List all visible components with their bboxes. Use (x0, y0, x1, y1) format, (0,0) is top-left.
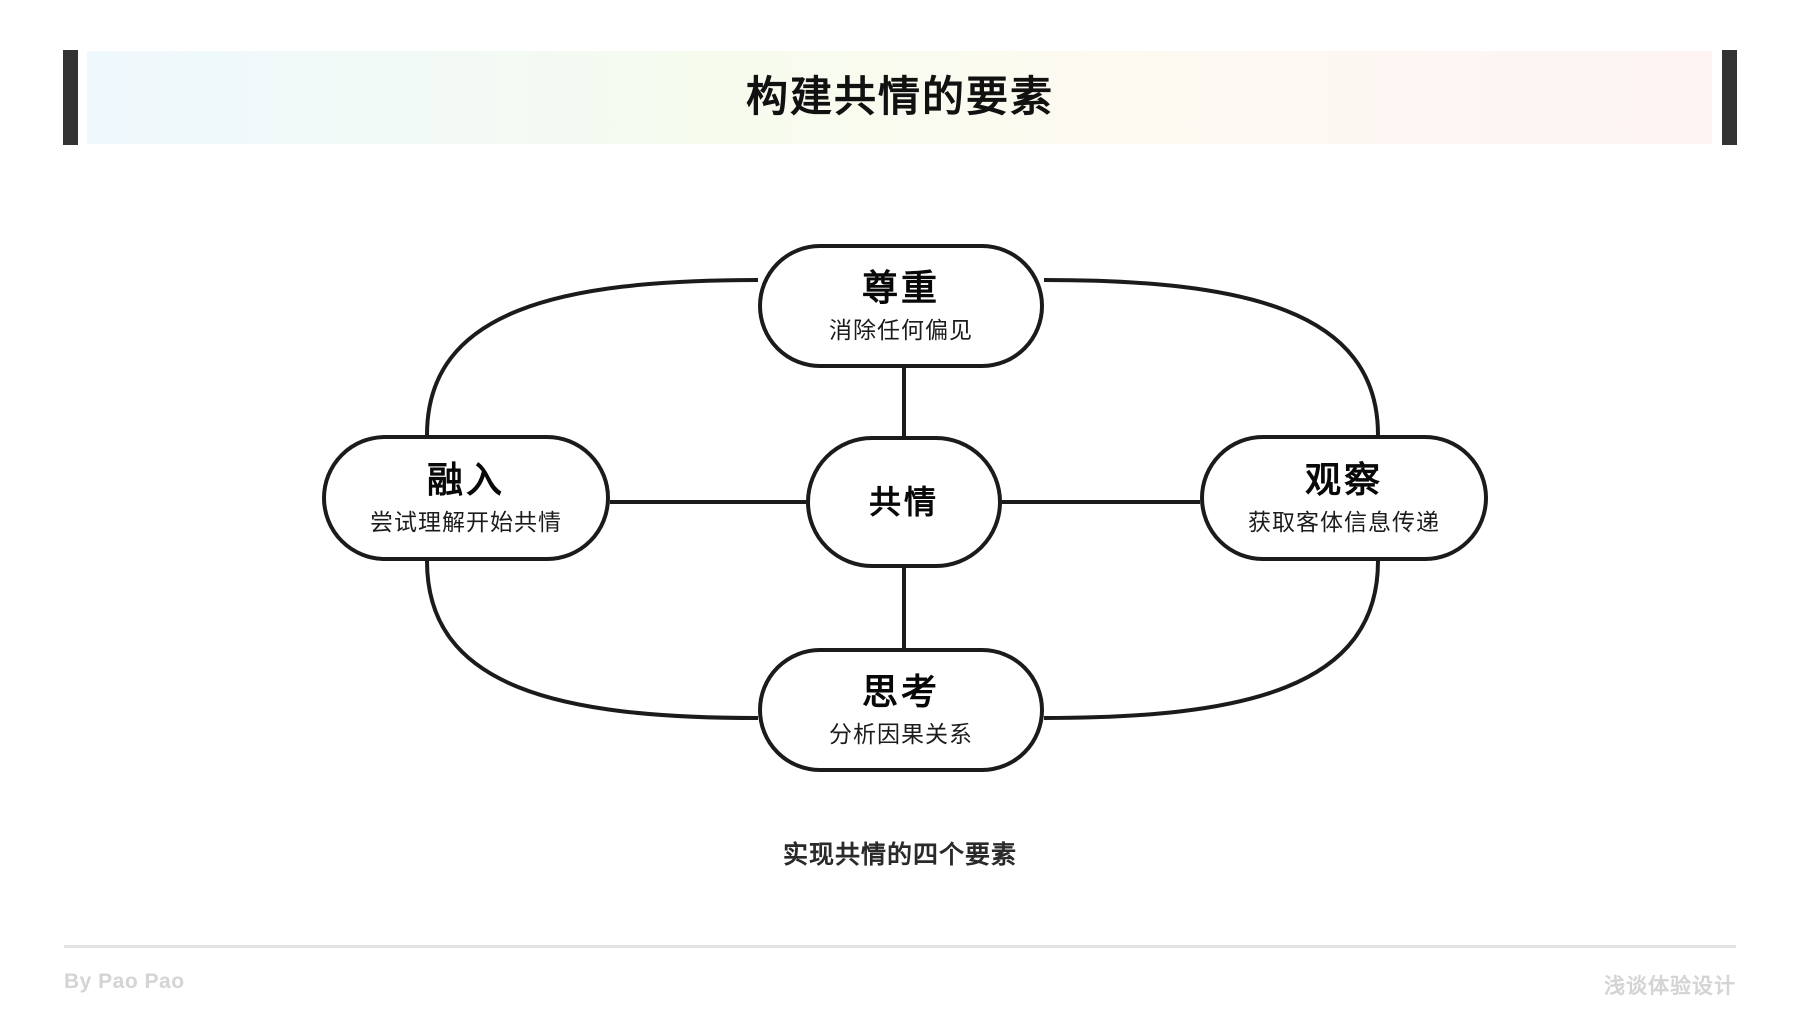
diagram-connector-lines (425, 278, 1380, 720)
diagram-caption: 实现共情的四个要素 (782, 841, 1017, 869)
footer-author: By Pao Pao (64, 970, 185, 993)
connector-curve-left-bottom (425, 560, 759, 720)
connector-curve-left-top (425, 278, 759, 436)
diagram-node-observe[interactable]: 观察 获取客体信息传递 (1200, 435, 1488, 561)
node-subtitle-observe: 获取客体信息传递 (1248, 509, 1440, 535)
slide-header: 构建共情的要素 (0, 0, 1800, 180)
node-title-think: 思考 (861, 671, 940, 712)
node-subtitle-immerse: 尝试理解开始共情 (370, 509, 562, 535)
page-title: 构建共情的要素 (745, 73, 1054, 120)
footer-series-label: 浅谈体验设计 (1604, 975, 1736, 998)
header-gradient-band (87, 51, 1712, 144)
connector-curve-bottom-right (1043, 560, 1380, 720)
node-subtitle-think: 分析因果关系 (829, 721, 973, 747)
node-title-empathy: 共情 (868, 484, 939, 520)
footer-divider (64, 945, 1736, 948)
diagram-node-respect[interactable]: 尊重 消除任何偏见 (758, 244, 1044, 368)
diagram-node-think[interactable]: 思考 分析因果关系 (758, 648, 1044, 772)
header-accent-bar-left (63, 50, 78, 145)
connector-curve-top-right (1043, 278, 1380, 436)
header-accent-bar-right (1722, 50, 1737, 145)
diagram-node-empathy-center[interactable]: 共情 (806, 436, 1002, 568)
slide-footer: By Pao Pao 浅谈体验设计 (0, 920, 1800, 1012)
empathy-diagram: 尊重 消除任何偏见 融入 尝试理解开始共情 观察 获取客体信息传递 思考 分析因… (0, 180, 1800, 920)
node-title-immerse: 融入 (426, 459, 505, 500)
node-title-observe: 观察 (1304, 459, 1383, 500)
node-title-respect: 尊重 (861, 267, 940, 308)
node-subtitle-respect: 消除任何偏见 (829, 317, 973, 343)
diagram-node-immerse[interactable]: 融入 尝试理解开始共情 (322, 435, 610, 561)
